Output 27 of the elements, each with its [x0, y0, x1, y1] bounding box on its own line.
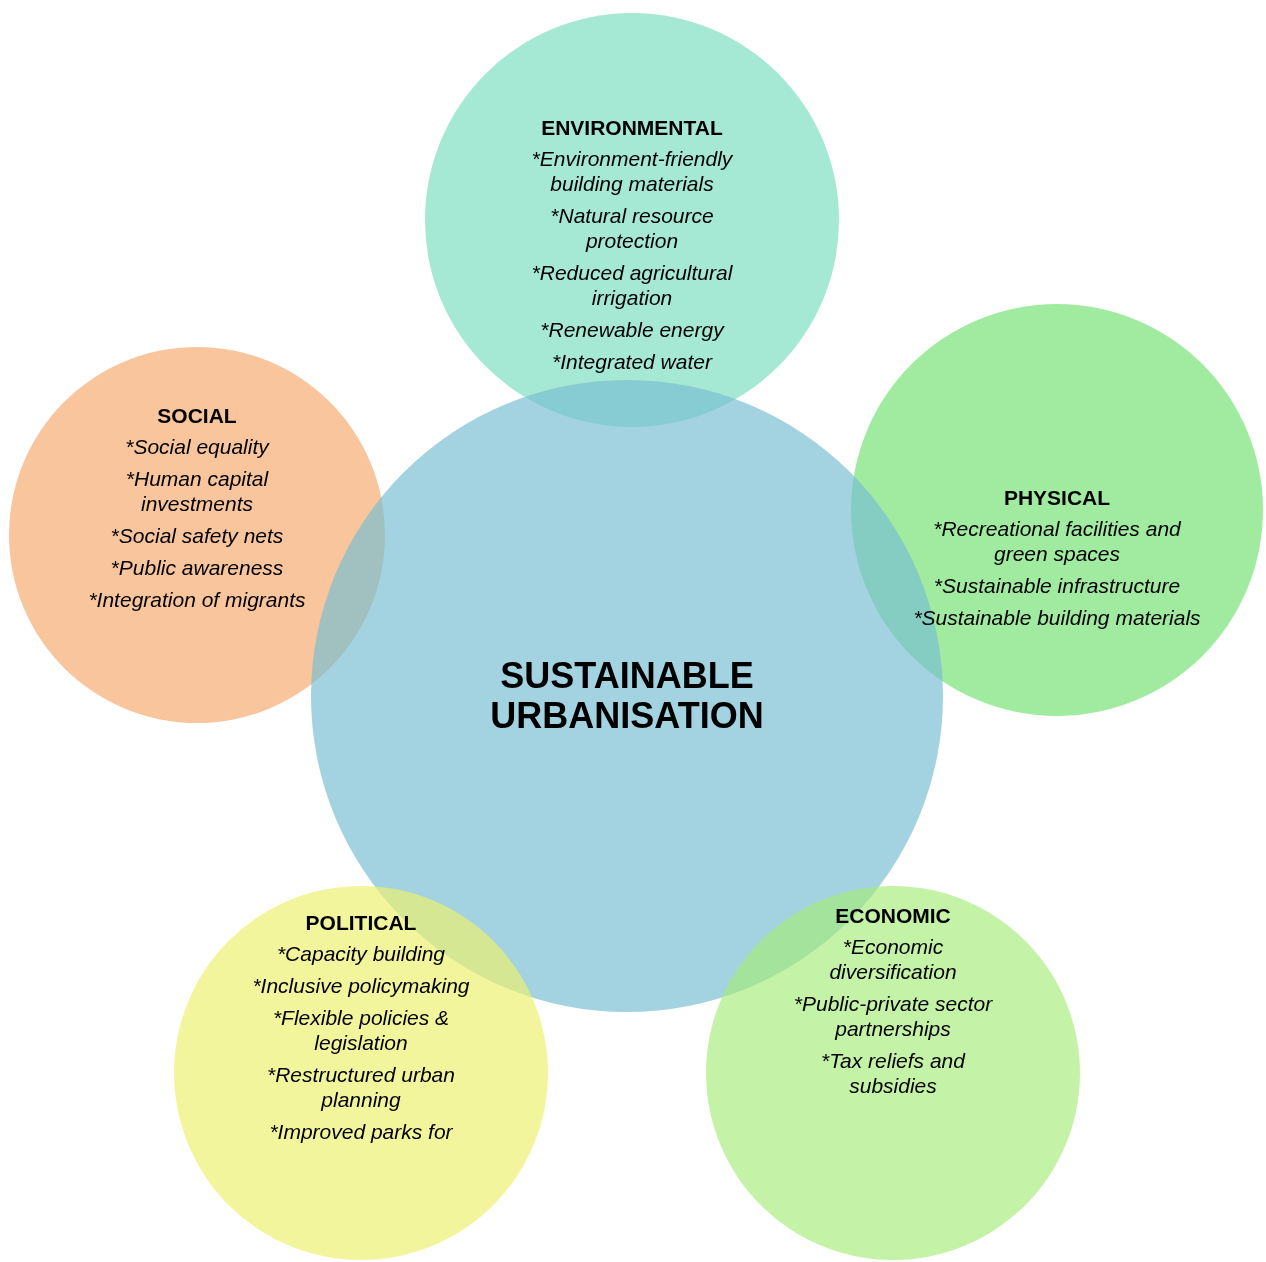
category-item: *Improved parks for — [268, 1119, 454, 1144]
center-title: SUSTAINABLE URBANISATION — [489, 656, 765, 736]
category-item: *Flexible policies & legislation — [271, 1005, 451, 1055]
category-item: *Renewable energy — [539, 317, 726, 342]
category-heading: ENVIRONMENTAL — [540, 115, 724, 140]
category-item: *Sustainable infrastructure — [932, 573, 1182, 598]
category-item: *Sustainable building materials — [912, 605, 1202, 630]
category-heading: POLITICAL — [304, 910, 418, 935]
category-item: *Inclusive policymaking — [251, 973, 471, 998]
category-item: *Social equality — [124, 434, 271, 459]
category-item: *Public awareness — [109, 555, 285, 580]
category-item: *Environment-friendly building materials — [530, 146, 734, 196]
category-item: *Tax reliefs and subsidies — [820, 1048, 967, 1098]
category-item: *Restructured urban planning — [266, 1062, 456, 1112]
category-item: *Integration of migrants — [87, 587, 307, 612]
category-item: *Human capital investments — [124, 466, 270, 516]
category-item: *Reduced agricultural irrigation — [530, 260, 734, 310]
category-item: *Integrated water — [551, 349, 714, 374]
category-item: *Social safety nets — [109, 523, 285, 548]
category-item: *Economic diversification — [828, 934, 958, 984]
category-item: *Capacity building — [275, 941, 447, 966]
category-heading: ECONOMIC — [834, 903, 952, 928]
category-heading: PHYSICAL — [1002, 485, 1112, 510]
category-item: *Recreational facilities and green spaces — [932, 516, 1182, 566]
category-item: *Public-private sector partnerships — [793, 991, 993, 1041]
category-item: *Natural resource protection — [549, 203, 715, 253]
category-heading: SOCIAL — [156, 403, 238, 428]
